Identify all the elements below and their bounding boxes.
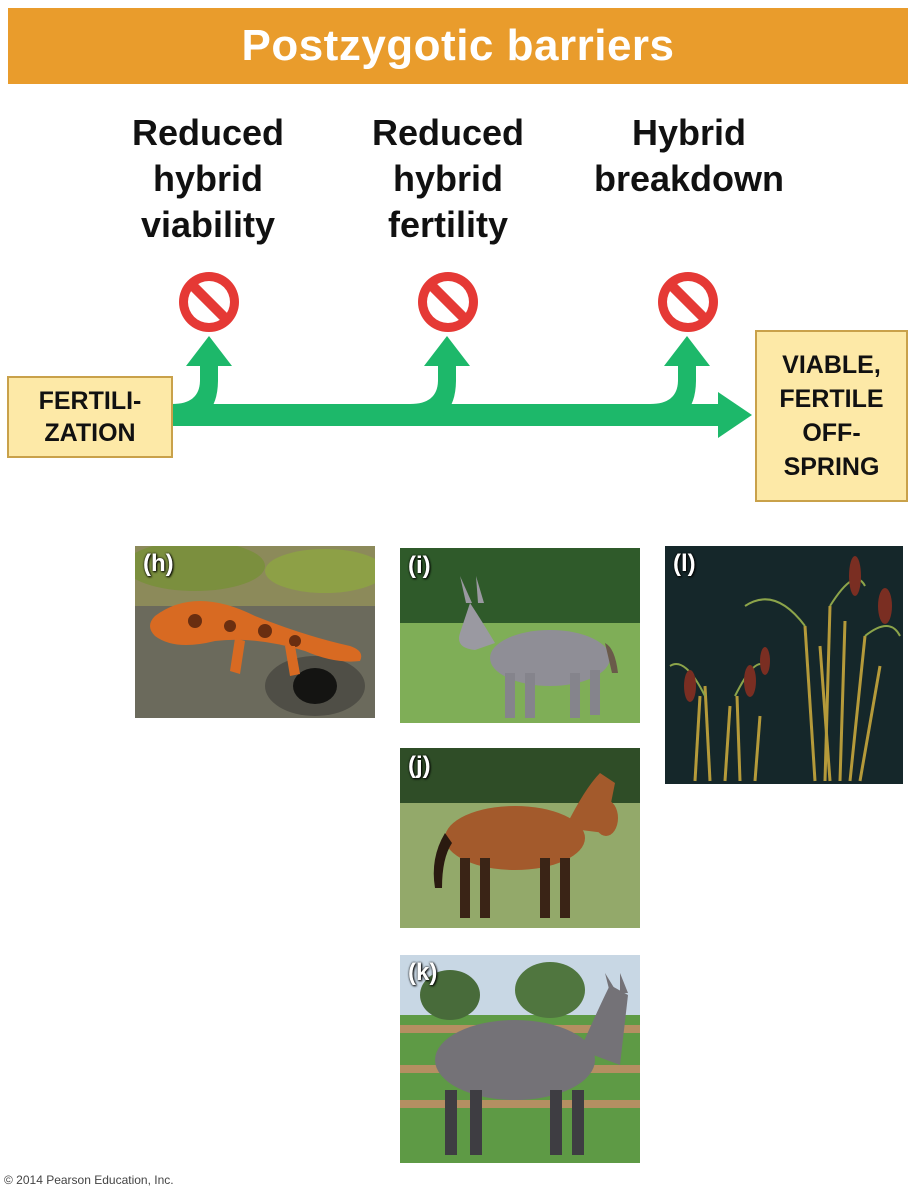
branch-arrowhead-fertility	[424, 336, 470, 366]
copyright-text: © 2014 Pearson Education, Inc.	[4, 1173, 174, 1187]
flow-diagram	[172, 272, 752, 438]
photo-label: (l)	[673, 550, 696, 577]
mule-image	[400, 955, 640, 1163]
branch-arrowhead-viability	[186, 336, 232, 366]
photo-horse: (j)	[400, 748, 640, 928]
box-line: VIABLE,	[782, 351, 881, 379]
barrier-line: viability	[140, 204, 276, 245]
barrier-line: hybrid	[152, 158, 263, 199]
rice-image	[665, 546, 903, 784]
branch-arrowhead-breakdown	[664, 336, 710, 366]
barrier-line: hybrid	[392, 158, 503, 199]
photo-label: (k)	[408, 959, 438, 986]
box-line: OFF-	[802, 419, 861, 447]
barrier-line: Reduced	[131, 112, 285, 153]
salamander-image	[135, 546, 375, 718]
box-line: SPRING	[783, 453, 880, 481]
stop-icon	[418, 272, 478, 332]
barrier-line: breakdown	[593, 158, 785, 199]
barrier-line: fertility	[387, 204, 509, 245]
box-line: FERTILE	[779, 385, 884, 413]
photo-label: (j)	[408, 752, 431, 779]
photo-mule: (k)	[400, 955, 640, 1163]
donkey-image	[400, 548, 640, 723]
stop-icon	[179, 272, 239, 332]
viable-offspring-box: VIABLE, FERTILE OFF- SPRING	[755, 330, 908, 502]
barrier-label-breakdown: Hybrid breakdown	[574, 110, 804, 202]
main-arrow-shaft	[172, 404, 720, 426]
barrier-line: Hybrid	[631, 112, 746, 153]
branch-arrow-fertility	[410, 365, 456, 426]
box-line: ZATION	[44, 419, 136, 447]
photo-label: (h)	[143, 550, 174, 577]
main-arrow-head	[718, 392, 752, 438]
branch-arrow-breakdown	[650, 365, 696, 426]
title-banner: Postzygotic barriers	[8, 8, 908, 84]
stop-icon	[658, 272, 718, 332]
barrier-label-fertility: Reduced hybrid fertility	[338, 110, 558, 248]
title-text: Postzygotic barriers	[241, 21, 675, 70]
photo-donkey: (i)	[400, 548, 640, 723]
box-line: FERTILI-	[38, 387, 142, 415]
barrier-line: Reduced	[371, 112, 525, 153]
horse-image	[400, 748, 640, 928]
photo-label: (i)	[408, 552, 431, 579]
photo-salamander: (h)	[135, 546, 375, 718]
branch-arrow-viability	[172, 365, 218, 426]
photo-rice: (l)	[665, 546, 903, 784]
fertilization-box: FERTILI- ZATION	[7, 376, 173, 458]
barrier-label-viability: Reduced hybrid viability	[98, 110, 318, 248]
